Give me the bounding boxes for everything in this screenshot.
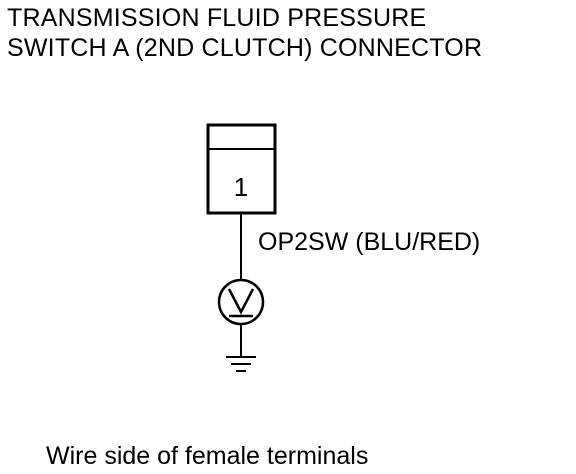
footer-note: Wire side of female terminals xyxy=(46,442,369,470)
diagram-title-line-2: SWITCH A (2ND CLUTCH) CONNECTOR xyxy=(7,34,483,62)
voltmeter-circle xyxy=(217,278,265,326)
wire-label: OP2SW (BLU/RED) xyxy=(258,228,481,256)
ground-icon xyxy=(226,356,256,372)
diagram-title: TRANSMISSION FLUID PRESSURE SWITCH A (2N… xyxy=(7,3,482,63)
terminal-number: 1 xyxy=(234,172,248,202)
voltmeter-icon xyxy=(217,278,265,326)
connector-housing: 1 xyxy=(206,123,277,215)
voltmeter-v-glyph xyxy=(227,288,255,315)
diagram-title-line-1: TRANSMISSION FLUID PRESSURE xyxy=(7,4,427,32)
